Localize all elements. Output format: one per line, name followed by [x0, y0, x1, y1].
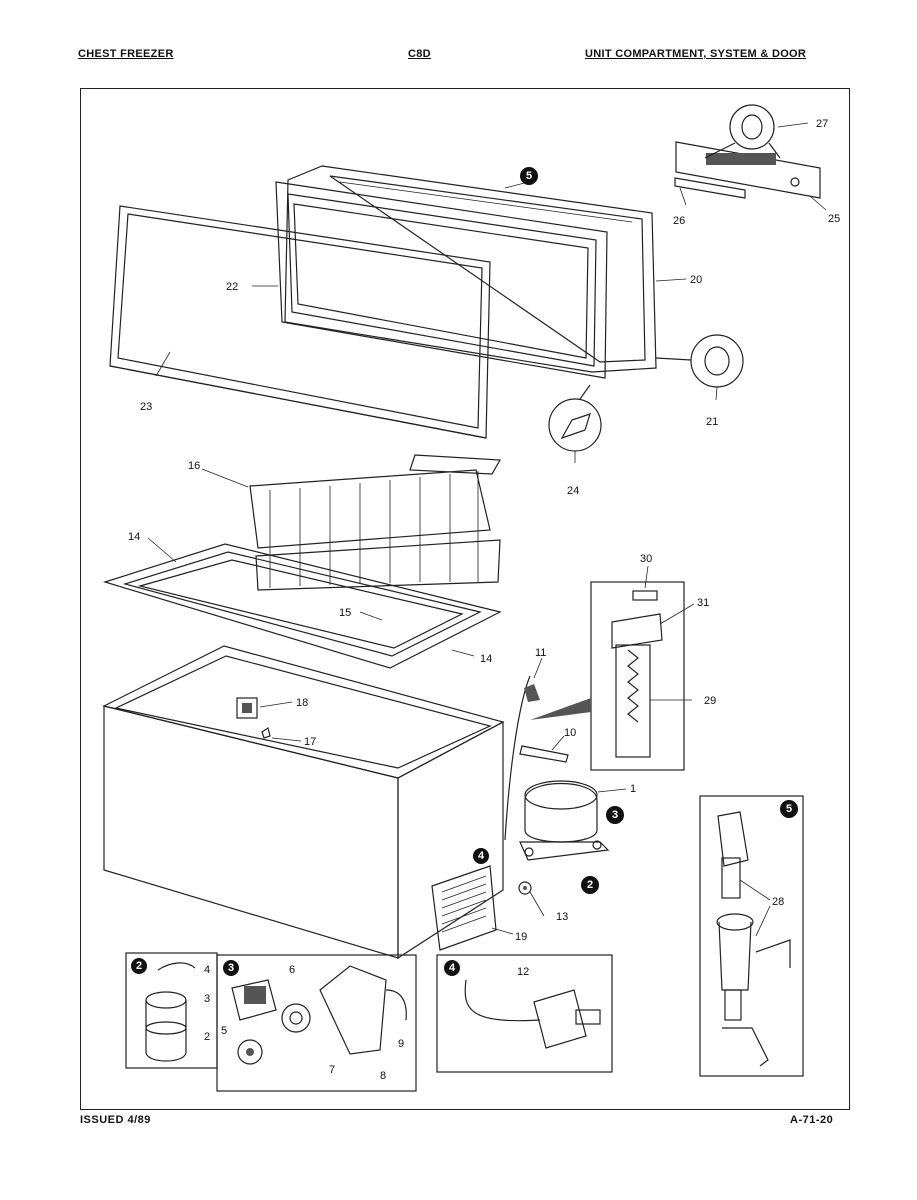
part-label-5: 5 [221, 1025, 227, 1037]
svg-text:4: 4 [449, 962, 456, 974]
part-label-15: 15 [339, 607, 351, 619]
callout-2-main: 2 [581, 876, 599, 894]
part-label-24: 24 [567, 485, 579, 497]
part-label-19: 19 [515, 931, 527, 943]
callout-4-inset: 4 [444, 960, 460, 976]
door-frame [109, 205, 491, 439]
svg-text:4: 4 [478, 850, 485, 862]
svg-text:5: 5 [786, 803, 792, 815]
footer-page-code: A-71-20 [790, 1114, 834, 1126]
breaker-frame [102, 543, 502, 669]
part-label-30: 30 [640, 553, 652, 565]
svg-text:3: 3 [228, 962, 234, 974]
part-label-9: 9 [398, 1038, 404, 1050]
header-title: CHEST FREEZER [78, 48, 174, 60]
part-label-11: 11 [535, 647, 546, 659]
callout-5-inset: 5 [780, 800, 798, 818]
part-label-3: 3 [204, 993, 210, 1005]
part-label-8: 8 [380, 1070, 386, 1082]
leader-lines [147, 122, 827, 937]
part-label-21: 21 [706, 416, 718, 428]
part-label-31: 31 [697, 597, 709, 609]
part-label-6: 6 [289, 964, 295, 976]
part-label-12: 12 [517, 966, 529, 978]
callout-3-inset: 3 [223, 960, 239, 976]
part-label-14b: 14 [480, 653, 492, 665]
part-label-26: 26 [673, 215, 685, 227]
handle-assembly [674, 104, 821, 199]
thermostat-inset [530, 581, 685, 771]
part-label-28: 28 [772, 896, 784, 908]
part-label-13: 13 [556, 911, 568, 923]
clip-detail [548, 384, 602, 452]
part-label-2: 2 [204, 1031, 210, 1043]
diagram-frame [80, 88, 850, 1110]
part-label-23: 23 [140, 401, 152, 413]
part-label-17: 17 [304, 736, 316, 748]
part-label-4: 4 [204, 964, 210, 976]
callout-4-main: 4 [473, 848, 489, 864]
inset-relay [216, 954, 417, 1092]
part-label-25: 25 [828, 213, 840, 225]
part-label-18: 18 [296, 697, 308, 709]
hinge-detail [655, 334, 744, 388]
callout-5-main: 5 [520, 167, 538, 185]
header-section: UNIT COMPARTMENT, SYSTEM & DOOR [585, 48, 807, 60]
condenser-cover [431, 865, 497, 951]
header-model: C8D [408, 48, 431, 60]
footer-issued: ISSUED 4/89 [80, 1114, 151, 1126]
part-label-20: 20 [690, 274, 702, 286]
part-label-14a: 14 [128, 531, 140, 543]
part-label-1: 1 [630, 783, 636, 795]
inset-cold-control [436, 954, 613, 1073]
svg-text:5: 5 [526, 170, 532, 182]
callout-badges: 5 3 2 4 2 3 4 5 [131, 167, 798, 976]
part-label-22: 22 [226, 281, 238, 293]
cabinet [102, 645, 505, 960]
wire-basket [249, 454, 502, 591]
door-liner [284, 165, 657, 373]
compressor [504, 675, 610, 895]
part-label-27: 27 [816, 118, 828, 130]
part-labels: 27 26 25 20 21 22 23 24 16 14 15 14 11 1… [128, 118, 840, 1082]
svg-text:2: 2 [136, 960, 142, 972]
callout-3-main: 3 [606, 806, 624, 824]
svg-text:3: 3 [612, 809, 618, 821]
svg-text:2: 2 [587, 879, 593, 891]
part-label-29: 29 [704, 695, 716, 707]
part-label-7: 7 [329, 1064, 335, 1076]
part-label-10: 10 [564, 727, 576, 739]
callout-2-inset: 2 [131, 958, 147, 974]
door-gasket [275, 181, 608, 379]
part-label-16: 16 [188, 460, 200, 472]
inset-lock [699, 795, 804, 1077]
